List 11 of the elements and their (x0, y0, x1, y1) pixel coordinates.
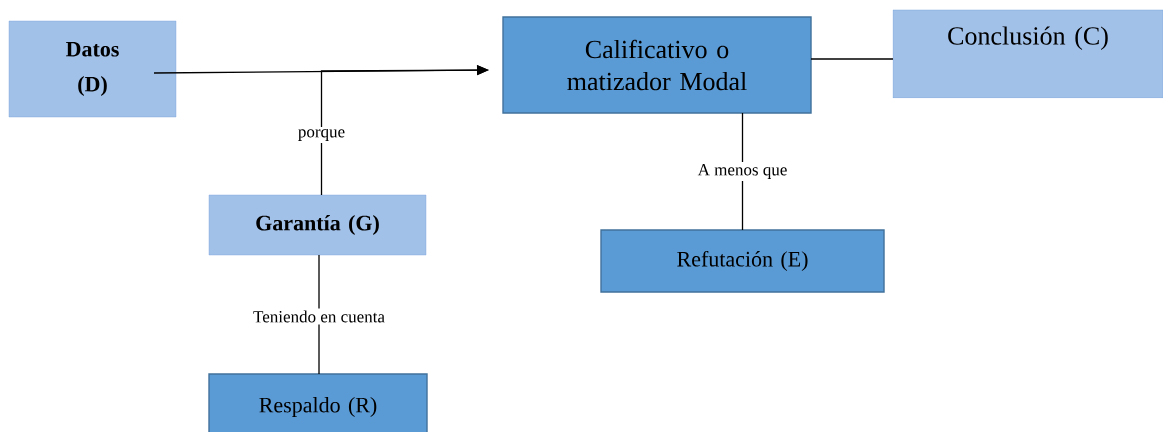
connector (318, 254, 320, 375)
edge-label: A menos que (695, 162, 790, 181)
concept-box: Conclusión (C) (892, 9, 1163, 99)
concept-box: Refutación (E) (600, 229, 885, 293)
connector (810, 58, 894, 60)
edge-label: porque (295, 127, 348, 143)
concept-box: Calificativo o matizador Modal (502, 16, 812, 114)
concept-box: Respaldo (R) (208, 373, 428, 432)
concept-box: Datos (D) (8, 20, 177, 118)
concept-box: Garantía (G) (208, 194, 427, 256)
edge-label: Teniendo en cuenta (251, 308, 387, 325)
